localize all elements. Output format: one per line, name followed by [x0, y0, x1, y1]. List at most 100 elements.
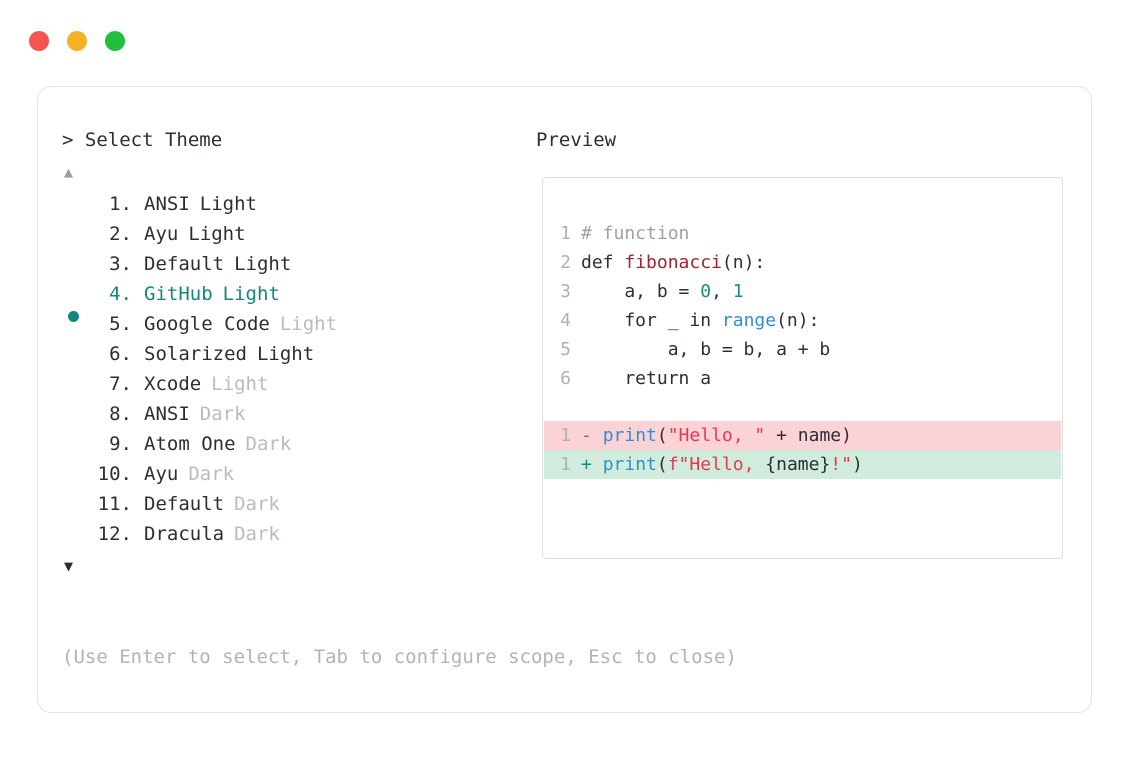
close-window-button[interactable]	[29, 31, 49, 51]
code-token: fibonacci	[624, 252, 722, 273]
theme-item-variant: Dark	[234, 523, 280, 545]
code-line: 3 a, b = 0, 1	[557, 277, 1054, 306]
code-line: 1 # function	[557, 219, 1054, 248]
code-token: (n):	[721, 252, 766, 273]
line-number: 1	[560, 223, 571, 244]
select-theme-prompt: > Select Theme	[62, 129, 223, 151]
code-token: (	[656, 454, 668, 475]
theme-item-index: 2.	[109, 223, 132, 245]
theme-item-index: 3.	[109, 253, 132, 275]
diff-sample: 1- print("Hello, " + name)1+ print(f"Hel…	[544, 421, 1061, 479]
code-token: ,	[711, 281, 733, 302]
line-number: 4	[560, 310, 571, 331]
code-token: for _ in	[581, 310, 722, 331]
theme-item-name: Google Code	[144, 313, 270, 335]
diff-line-number: 1	[560, 425, 571, 446]
code-line: 2 def fibonacci(n):	[557, 248, 1054, 277]
scroll-down-icon[interactable]: ▼	[64, 557, 74, 575]
code-token: print	[602, 454, 657, 475]
theme-item-variant: Dark	[188, 463, 235, 485]
keyboard-hint: (Use Enter to select, Tab to configure s…	[62, 646, 737, 668]
code-token: a, b = b, a + b	[581, 339, 831, 360]
code-line: 5 a, b = b, a + b	[557, 335, 1054, 364]
theme-item-index: 7.	[109, 373, 132, 395]
theme-item-name: ANSI	[144, 193, 190, 215]
scroll-up-icon[interactable]: ▲	[64, 163, 74, 181]
theme-list-item[interactable]: 12. Dracula Dark	[62, 519, 532, 549]
theme-list-item[interactable]: 11. Default Dark	[62, 489, 532, 519]
theme-item-index: 12.	[97, 523, 132, 545]
theme-list-item[interactable]: 8. ANSI Dark	[62, 399, 532, 429]
theme-list-item[interactable]: 5. Google Code Light	[62, 309, 532, 339]
code-token: a, b =	[581, 281, 701, 302]
theme-item-name: Default	[144, 493, 225, 515]
theme-item-variant: Light	[256, 343, 315, 365]
theme-item-variant: Light	[188, 223, 246, 245]
code-token: print	[602, 425, 657, 446]
theme-item-name: Dracula	[144, 523, 225, 545]
theme-item-name: Solarized	[144, 343, 247, 365]
theme-item-name: Ayu	[144, 223, 179, 245]
theme-item-name: ANSI	[144, 403, 190, 425]
theme-item-variant: Light	[211, 373, 269, 395]
theme-item-index: 6.	[109, 343, 132, 365]
code-token: 1	[732, 281, 744, 302]
theme-item-variant: Dark	[199, 403, 246, 425]
theme-item-name: Ayu	[144, 463, 179, 485]
theme-item-variant: Dark	[234, 493, 280, 515]
diff-line-number: 1	[560, 454, 571, 475]
diff-line-add: 1+ print(f"Hello, {name}!")	[544, 450, 1061, 479]
code-token: !"	[830, 454, 852, 475]
window-traffic-lights	[29, 31, 125, 51]
theme-item-variant: Light	[222, 283, 280, 305]
line-number: 2	[560, 252, 571, 273]
selected-bullet-icon	[68, 311, 79, 322]
line-number: 6	[560, 368, 571, 389]
code-token: {name}	[765, 454, 831, 475]
code-token: + name)	[765, 425, 852, 446]
theme-item-index: 8.	[109, 403, 132, 425]
code-token: return a	[581, 368, 712, 389]
code-line: 4 for _ in range(n):	[557, 306, 1054, 335]
theme-item-name: Default	[144, 253, 225, 275]
theme-item-index: 11.	[97, 493, 132, 515]
maximize-window-button[interactable]	[105, 31, 125, 51]
theme-item-variant: Dark	[245, 433, 292, 455]
code-token: (	[656, 425, 668, 446]
line-number: 3	[560, 281, 571, 302]
theme-list-item[interactable]: 7. Xcode Light	[62, 369, 532, 399]
theme-item-variant: Light	[279, 313, 338, 335]
theme-item-name: Atom One	[144, 433, 236, 455]
diff-line-del: 1- print("Hello, " + name)	[544, 421, 1061, 450]
minimize-window-button[interactable]	[67, 31, 87, 51]
code-token: def	[581, 252, 625, 273]
theme-list-item[interactable]: 3. Default Light	[62, 249, 532, 279]
theme-item-variant: Light	[234, 253, 292, 275]
code-token: # function	[581, 223, 690, 244]
theme-item-index: 10.	[97, 463, 132, 485]
theme-list-item[interactable]: 10. Ayu Dark	[62, 459, 532, 489]
theme-item-variant: Light	[199, 193, 257, 215]
theme-list-item[interactable]: 6. Solarized Light	[62, 339, 532, 369]
theme-item-name: Xcode	[144, 373, 202, 395]
code-line: 6 return a	[557, 364, 1054, 393]
code-token: "Hello, "	[667, 425, 766, 446]
code-token: 0	[700, 281, 712, 302]
theme-list-item[interactable]: 2. Ayu Light	[62, 219, 532, 249]
diff-marker: -	[581, 425, 603, 446]
theme-item-index: 4.	[109, 283, 132, 305]
code-token: (n):	[776, 310, 820, 331]
theme-item-index: 5.	[109, 313, 132, 335]
preview-title: Preview	[536, 129, 617, 151]
